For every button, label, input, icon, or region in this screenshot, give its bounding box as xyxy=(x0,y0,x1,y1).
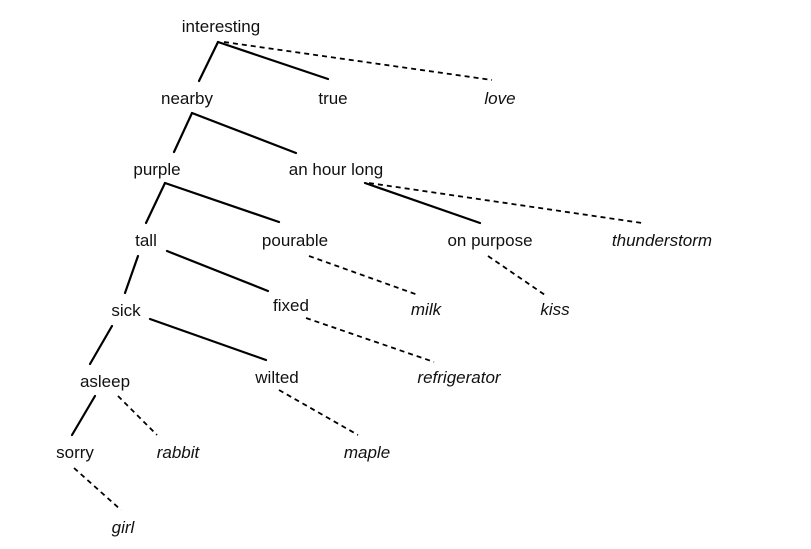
edge-nearby-to-an-hour-long xyxy=(190,111,298,155)
edge-an-hour-long-to-thunderstorm xyxy=(368,182,643,224)
edge-sorry-to-girl xyxy=(73,467,122,511)
edge-tall-to-sick xyxy=(123,254,140,295)
node-nearby: nearby xyxy=(161,89,213,108)
node-love: love xyxy=(484,89,515,108)
node-purple: purple xyxy=(133,160,180,179)
node-thunderstorm: thunderstorm xyxy=(612,231,712,250)
node-rabbit: rabbit xyxy=(157,443,201,462)
node-asleep: asleep xyxy=(80,372,130,391)
edge-pourable-to-milk xyxy=(308,255,419,296)
node-tall: tall xyxy=(135,231,157,250)
edge-asleep-to-sorry xyxy=(70,394,97,437)
edge-interesting-to-nearby xyxy=(197,40,220,83)
edge-on-purpose-to-kiss xyxy=(487,255,546,296)
edge-an-hour-long-to-on-purpose xyxy=(363,181,482,225)
edge-asleep-to-rabbit xyxy=(117,395,158,436)
edge-tall-to-fixed xyxy=(165,249,270,293)
node-refrigerator: refrigerator xyxy=(417,368,501,387)
edge-sick-to-asleep xyxy=(88,324,114,366)
node-wilted: wilted xyxy=(254,368,298,387)
edge-sick-to-wilted xyxy=(148,317,268,362)
node-milk: milk xyxy=(411,300,443,319)
node-layer: interesting nearby true love purple an hour l… xyxy=(56,17,712,537)
edge-purple-to-pourable xyxy=(163,181,281,224)
edge-purple-to-tall xyxy=(144,181,167,225)
edge-fixed-to-refrigerator xyxy=(305,317,435,363)
node-girl: girl xyxy=(112,518,136,537)
node-true: true xyxy=(318,89,347,108)
node-kiss: kiss xyxy=(540,300,570,319)
node-sick: sick xyxy=(111,301,141,320)
edge-layer xyxy=(70,40,643,511)
node-on-purpose: on purpose xyxy=(447,231,532,250)
node-maple: maple xyxy=(344,443,390,462)
node-an-hour-long: an hour long xyxy=(289,160,384,179)
edge-wilted-to-maple xyxy=(278,389,359,436)
node-pourable: pourable xyxy=(262,231,328,250)
node-sorry: sorry xyxy=(56,443,94,462)
edge-interesting-to-love xyxy=(223,41,493,81)
node-fixed: fixed xyxy=(273,296,309,315)
edge-interesting-to-true xyxy=(216,40,330,81)
edge-nearby-to-purple xyxy=(172,111,194,154)
node-interesting: interesting xyxy=(182,17,260,36)
